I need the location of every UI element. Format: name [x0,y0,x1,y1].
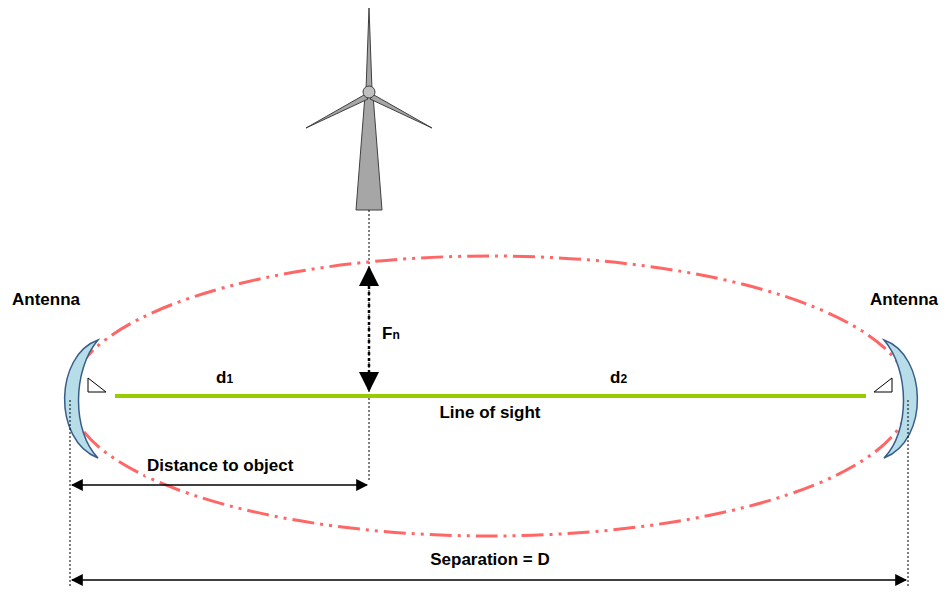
wind-turbine [306,8,432,210]
distance-label: d1 [214,362,235,388]
left-guide-line [70,400,71,588]
fresnel-zone-ellipse [70,256,910,536]
dimension-label: Distance to object [145,456,295,476]
line-of-sight [115,394,866,398]
fresnel-radius-label: Fn [380,318,402,344]
line-of-sight-label: Line of sight [437,403,542,423]
left-antenna [65,340,106,458]
right-antenna [874,340,917,458]
dimension-label: Separation = D [428,550,552,570]
antenna-label: Antenna [868,290,940,310]
separation-dimension-arrow [72,579,906,581]
turbine-drop-line [369,210,370,482]
fresnel-radius-arrow [368,268,371,390]
distance-label: d2 [608,362,629,388]
distance-dimension-arrow [72,484,367,486]
antenna-label: Antenna [10,290,82,310]
right-guide-line [908,400,909,588]
